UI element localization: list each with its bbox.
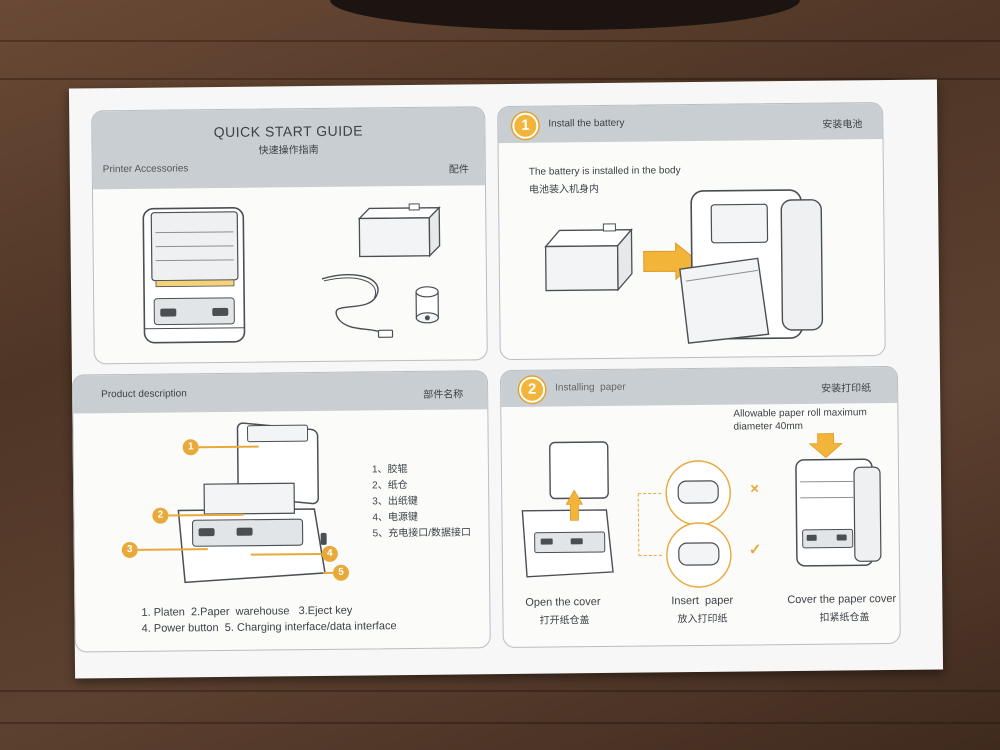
- accessories-subtitle: Printer Accessories: [102, 163, 189, 176]
- wood-grain: [0, 722, 1000, 724]
- paper-note-line-1: Allowable paper roll maximum: [733, 407, 867, 420]
- step-cover-paper-label-cn: 扣紧纸仓盖: [819, 612, 870, 624]
- wood-grain: [0, 78, 1000, 80]
- battery-title: Install the battery: [548, 117, 625, 130]
- callout-4: 4: [321, 545, 338, 562]
- wood-grain: [0, 690, 1000, 692]
- wrong-mark-icon: ×: [750, 480, 760, 498]
- step-open-cover-label-cn: 打开纸仓盖: [539, 615, 590, 627]
- battery-note: The battery is installed in the body: [528, 165, 681, 178]
- battery-title-cn: 安装电池: [822, 119, 863, 131]
- printer-open-back-illustration: [679, 189, 824, 344]
- step-cover-paper-label: Cover the paper cover: [787, 592, 897, 607]
- usb-cable-illustration: [321, 273, 394, 338]
- step-insert-paper-label: Insert paper: [671, 594, 734, 608]
- paper-orientation-illustration: [637, 460, 732, 588]
- part-cn-4: 4、电源键: [372, 511, 419, 524]
- paper-roll-illustration: [415, 286, 439, 324]
- paper-panel: 2 Installing paper 安装打印纸 Allowable paper…: [499, 365, 901, 649]
- step-open-cover-label: Open the cover: [525, 596, 601, 609]
- part-cn-3: 3、出纸键: [372, 495, 418, 508]
- product-panel: Product description 部件名称 1 2 3 4 5 1、胶辊 …: [71, 370, 491, 653]
- part-cn-5: 5、充电接口/数据接口: [372, 527, 472, 540]
- printer-illustration: [142, 207, 246, 344]
- battery-illustration: [357, 203, 441, 258]
- printer-open-cover-illustration: [521, 441, 614, 578]
- callout-1: 1: [182, 439, 199, 456]
- battery-illustration: [544, 223, 633, 292]
- accessories-subtitle-cn: 配件: [448, 164, 469, 176]
- step-number-badge: 2: [518, 376, 546, 403]
- paper-note-line-2: diameter 40mm: [733, 420, 804, 433]
- step-number-badge: 1: [512, 112, 539, 139]
- right-mark-icon: ✓: [748, 541, 762, 559]
- product-title-cn: 部件名称: [423, 389, 464, 401]
- callout-2: 2: [152, 507, 169, 524]
- printer-open-illustration: [177, 422, 327, 584]
- parts-en-line-1: 1. Platen 2.Paper warehouse 3.Eject key: [141, 604, 353, 619]
- paper-title-cn: 安装打印纸: [821, 383, 872, 395]
- battery-note-cn: 电池装入机身内: [528, 184, 600, 196]
- step-insert-paper-label-cn: 放入打印纸: [677, 613, 728, 626]
- wood-grain: [0, 40, 1000, 42]
- printer-closed-illustration: [795, 433, 882, 567]
- product-title: Product description: [101, 388, 187, 401]
- quick-start-card: QUICK START GUIDE 快速操作指南 Printer Accesso…: [68, 79, 944, 679]
- accessories-panel: QUICK START GUIDE 快速操作指南 Printer Accesso…: [91, 106, 488, 365]
- battery-panel: 1 Install the battery 安装电池 The battery i…: [497, 102, 886, 361]
- parts-en-line-2: 4. Power button 5. Charging interface/da…: [141, 620, 397, 635]
- callout-5-leader: [323, 571, 334, 574]
- part-cn-2: 2、纸仓: [372, 480, 408, 492]
- background-shadow: [330, 0, 800, 30]
- callout-3: 3: [121, 541, 138, 559]
- callout-5: 5: [332, 564, 350, 581]
- paper-title: Installing paper: [555, 381, 626, 394]
- part-cn-1: 1、胶辊: [371, 464, 408, 476]
